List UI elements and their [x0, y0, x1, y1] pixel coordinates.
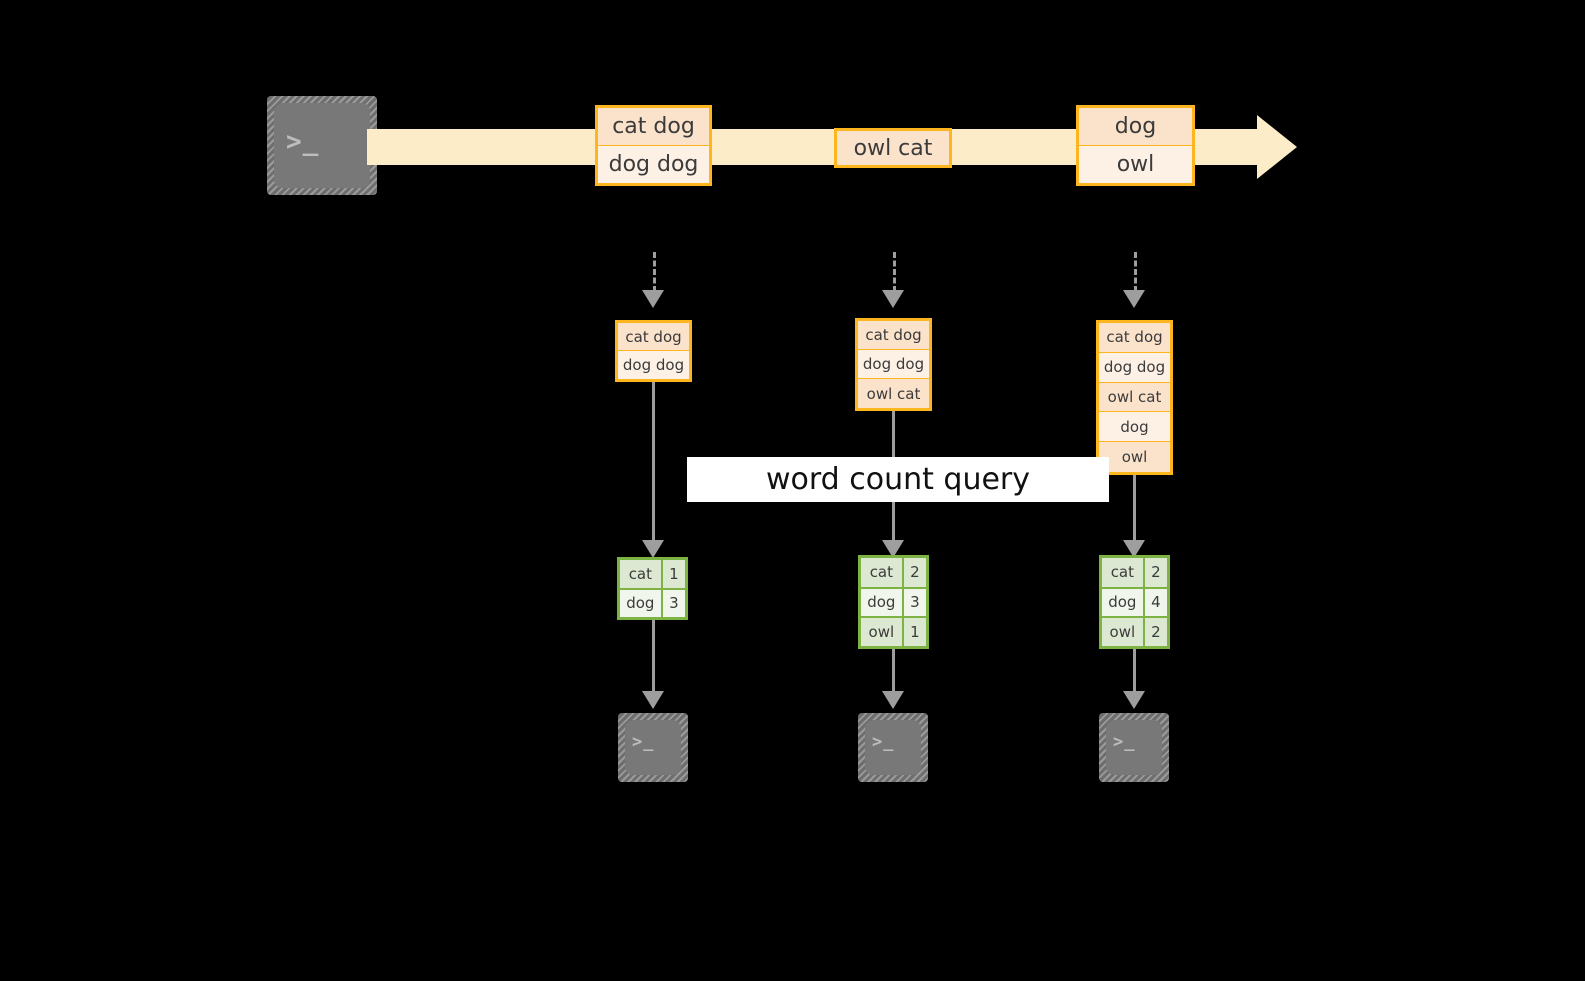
terminal-prompt-text: >_	[872, 732, 895, 752]
result-to-sink-arrowhead-3	[1123, 691, 1145, 709]
state-row: dog dog	[858, 350, 929, 380]
stream-to-state-arrowhead-1	[642, 290, 664, 308]
message-row: owl	[1079, 145, 1192, 183]
result-word: dog	[620, 589, 663, 617]
message-row: cat dog	[598, 108, 709, 146]
state-row: cat dog	[618, 323, 689, 352]
result-word: owl	[1102, 618, 1145, 647]
result-row: dog 3	[861, 588, 926, 619]
state-row: dog dog	[1099, 352, 1170, 383]
state-row: dog dog	[618, 351, 689, 379]
producer-terminal-icon: >_	[267, 96, 377, 195]
result-count: 2	[903, 558, 926, 587]
result-count: 2	[1144, 558, 1167, 587]
terminal-screen: >_	[274, 103, 370, 188]
state-table-1: cat dog dog dog	[615, 320, 692, 382]
result-word: owl	[861, 618, 904, 647]
state-to-result-connector-1	[652, 382, 655, 542]
stream-to-state-arrowhead-3	[1123, 290, 1145, 308]
terminal-prompt-text: >_	[632, 732, 655, 752]
result-row: owl 2	[1102, 618, 1167, 647]
message-row: dog dog	[598, 145, 709, 183]
stream-message-batch-3: dog owl	[1076, 105, 1195, 186]
state-row: cat dog	[1099, 323, 1170, 353]
state-row: dog	[1099, 412, 1170, 443]
query-label: word count query	[687, 457, 1109, 502]
terminal-screen: >_	[865, 720, 921, 775]
stream-message-batch-2: owl cat	[834, 128, 952, 168]
stream-to-state-connector-3	[1134, 252, 1137, 292]
result-word: cat	[1102, 558, 1145, 587]
result-count: 3	[662, 589, 685, 617]
result-table-1: cat 1 dog 3	[617, 557, 688, 620]
terminal-prompt-text: >_	[1113, 732, 1136, 752]
result-to-sink-connector-2	[892, 649, 895, 693]
result-row: dog 3	[620, 589, 685, 617]
state-to-result-arrowhead-3	[1123, 540, 1145, 558]
state-row: owl	[1099, 442, 1170, 473]
result-count: 1	[903, 618, 926, 647]
message-row: owl cat	[837, 131, 949, 165]
stream-message-batch-1: cat dog dog dog	[595, 105, 712, 186]
result-word: dog	[1102, 588, 1145, 617]
result-row: cat 1	[620, 560, 685, 590]
result-count: 4	[1144, 588, 1167, 617]
state-table-3: cat dog dog dog owl cat dog owl	[1096, 320, 1173, 475]
result-word: cat	[861, 558, 904, 587]
state-row: cat dog	[858, 321, 929, 351]
sink-terminal-icon-1: >_	[618, 713, 688, 782]
state-to-result-arrowhead-2	[882, 540, 904, 558]
result-table-3: cat 2 dog 4 owl 2	[1099, 555, 1170, 649]
result-table-2: cat 2 dog 3 owl 1	[858, 555, 929, 649]
sink-terminal-icon-2: >_	[858, 713, 928, 782]
state-to-result-connector-3	[1133, 475, 1136, 542]
message-row: dog	[1079, 108, 1192, 146]
result-count: 3	[903, 588, 926, 617]
state-table-2: cat dog dog dog owl cat	[855, 318, 932, 411]
state-row: owl cat	[858, 379, 929, 408]
result-row: owl 1	[861, 618, 926, 647]
stream-to-state-connector-2	[893, 252, 896, 292]
event-stream-arrow-head	[1257, 115, 1297, 179]
stream-to-state-arrowhead-2	[882, 290, 904, 308]
result-count: 2	[1144, 618, 1167, 647]
result-word: dog	[861, 588, 904, 617]
result-row: dog 4	[1102, 588, 1167, 619]
result-to-sink-arrowhead-1	[642, 691, 664, 709]
result-to-sink-connector-1	[652, 620, 655, 693]
state-to-result-arrowhead-1	[642, 540, 664, 558]
result-word: cat	[620, 560, 663, 588]
state-row: owl cat	[1099, 382, 1170, 413]
result-to-sink-connector-3	[1133, 649, 1136, 693]
result-row: cat 2	[1102, 558, 1167, 589]
stream-to-state-connector-1	[653, 252, 656, 292]
result-count: 1	[662, 560, 685, 588]
result-to-sink-arrowhead-2	[882, 691, 904, 709]
terminal-screen: >_	[625, 720, 681, 775]
terminal-screen: >_	[1106, 720, 1162, 775]
result-row: cat 2	[861, 558, 926, 589]
sink-terminal-icon-3: >_	[1099, 713, 1169, 782]
terminal-prompt-text: >_	[286, 127, 320, 157]
